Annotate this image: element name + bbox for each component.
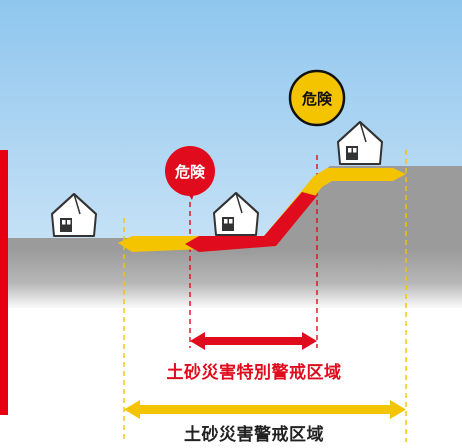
danger-bubble-yellow-text: 危険 (302, 90, 333, 108)
house-icon (213, 192, 259, 236)
ground-white (0, 308, 462, 448)
danger-bubble-red-text: 危険 (175, 163, 206, 181)
double-arrow-icon (190, 332, 317, 350)
special-warning-zone-label: 土砂災害特別警戒区域 (166, 363, 342, 383)
speech-bubble-icon: 危険 (288, 69, 346, 127)
house-icon (337, 121, 383, 165)
warning-band (118, 168, 406, 252)
ground-fade (0, 250, 462, 310)
special-warning-band (185, 192, 317, 252)
left-edge-bar (0, 150, 8, 415)
speech-bubble-icon: 危険 (165, 146, 215, 200)
double-arrow-icon (124, 400, 406, 419)
ground-slope (0, 166, 462, 250)
warning-zone-label: 土砂災害警戒区域 (184, 425, 324, 445)
house-icon (51, 193, 97, 237)
